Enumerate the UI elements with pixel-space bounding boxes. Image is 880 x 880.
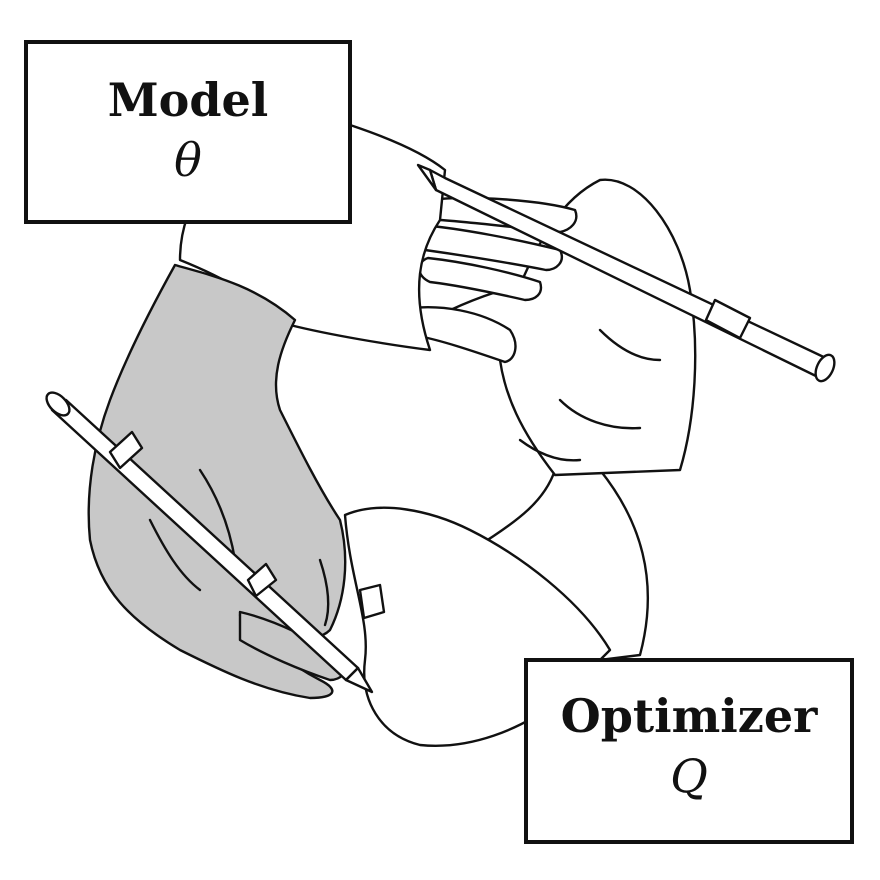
pencil-upper	[416, 163, 836, 383]
optimizer-label-box: Optimizer Q	[524, 658, 854, 844]
model-symbol: θ	[174, 133, 202, 187]
model-title: Model	[107, 73, 269, 127]
white-finger-3	[418, 256, 543, 302]
drawn-cuff-button	[358, 583, 386, 620]
optimizer-title: Optimizer	[560, 689, 818, 743]
model-label-box: Model θ	[24, 40, 352, 224]
optimizer-symbol: Q	[670, 749, 708, 803]
pencil-lower	[45, 391, 374, 694]
